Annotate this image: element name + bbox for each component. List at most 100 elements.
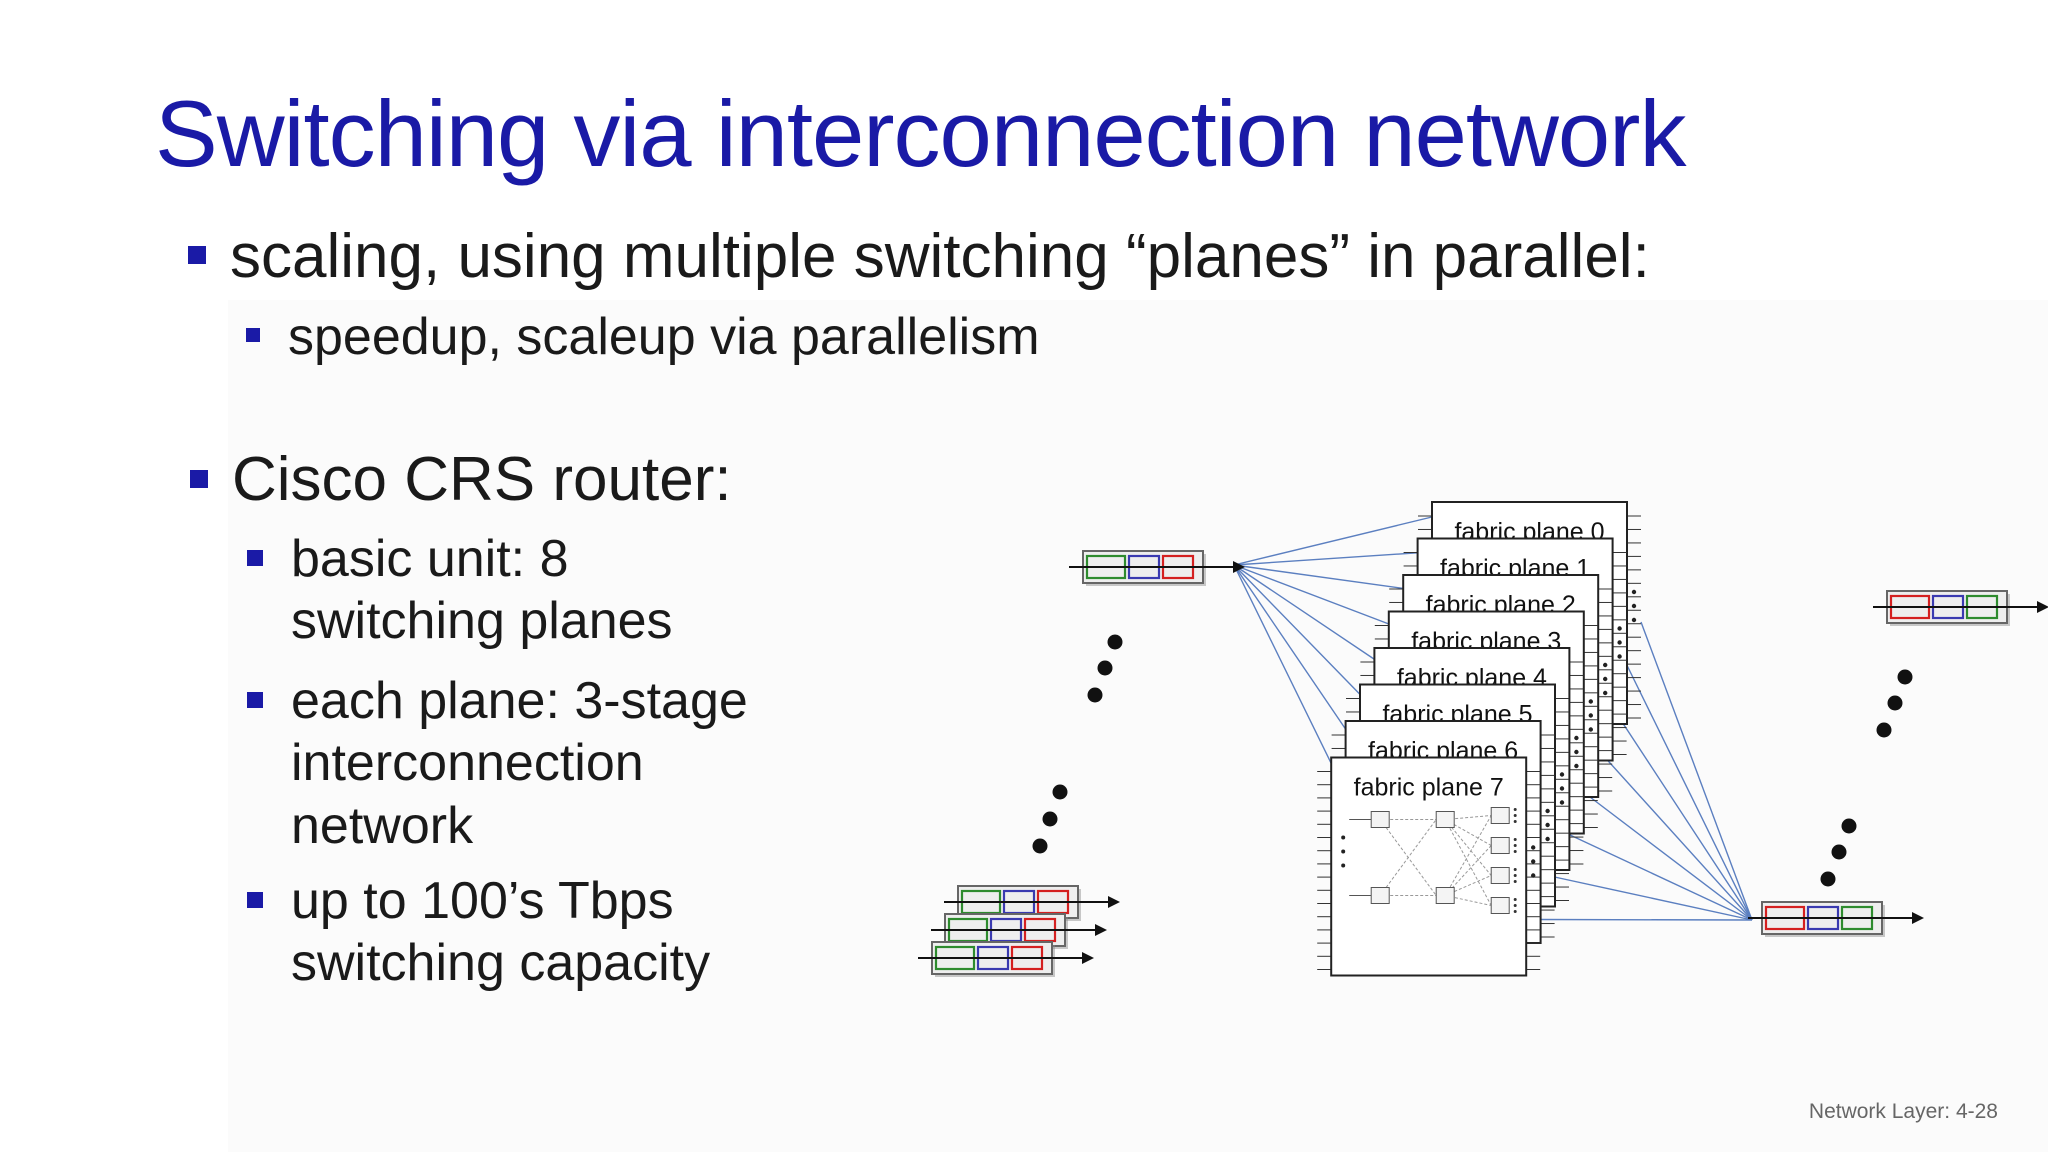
ellipsis-dot (1052, 784, 1068, 800)
port-dot (1588, 727, 1594, 732)
link-line (1582, 791, 1753, 921)
switch-element (1490, 897, 1510, 914)
link-line (1233, 564, 1408, 590)
port-dot (1545, 836, 1550, 842)
port-dot (1513, 898, 1517, 901)
interconnect-links (1233, 515, 1753, 921)
port-dot (1513, 814, 1517, 817)
port-dot (1559, 786, 1565, 791)
ellipsis-dot (1897, 669, 1913, 685)
sub-bullet-each-plane: each plane: 3-stage interconnection netw… (291, 670, 748, 857)
arrow-head (1095, 924, 1107, 936)
output-queue (1873, 590, 2048, 626)
arrow-head (2037, 601, 2048, 613)
switch-element (1490, 807, 1510, 824)
sub-bullet-line: basic unit: 8 (291, 530, 569, 588)
port-dot (1603, 676, 1608, 682)
ellipsis-dot (1841, 818, 1857, 834)
three-stage-network (1341, 807, 1517, 914)
port-dot (1559, 800, 1565, 805)
switch-element (1435, 887, 1455, 904)
sub-bullet-basic-unit: basic unit: 8 switching planes (291, 528, 673, 653)
sub-bullet-marker (246, 328, 260, 342)
bullet-marker (190, 470, 208, 488)
input-queue (918, 941, 1094, 977)
port-dot (1513, 904, 1517, 907)
port-dot (1574, 735, 1579, 741)
link-line (1233, 564, 1351, 736)
ellipsis-dot (1042, 811, 1058, 827)
slide-background (228, 300, 2048, 1152)
bullet-scaling: scaling, using multiple switching “plane… (230, 222, 1650, 291)
link-line (1625, 664, 1753, 921)
bullet-marker (188, 246, 206, 264)
port-dot (1531, 845, 1536, 850)
continuation-dots (1032, 634, 1913, 887)
stage-link (1444, 819, 1492, 846)
link-line (1233, 564, 1379, 663)
port-dot (1513, 808, 1517, 811)
port-dot (1531, 873, 1536, 878)
stage-link (1379, 819, 1437, 896)
ellipsis-dot (1097, 660, 1113, 676)
link-line (1233, 515, 1437, 566)
port-dot (1341, 835, 1346, 840)
port-dot (1631, 603, 1637, 609)
port-dot (1617, 640, 1622, 645)
port-dot (1617, 654, 1622, 659)
link-line (1597, 749, 1753, 921)
stage-link (1444, 819, 1492, 876)
arrow-head (1082, 952, 1094, 964)
link-line (1640, 621, 1753, 921)
port-dot (1603, 690, 1608, 696)
fabric-plane-label: fabric plane 7 (1354, 774, 1504, 802)
link-line (1233, 564, 1336, 772)
port-dot (1513, 820, 1517, 823)
link-line (1611, 706, 1753, 921)
input-queue (1069, 550, 1245, 586)
stage-link (1444, 819, 1492, 906)
port-dot (1513, 910, 1517, 913)
stage-link (1445, 875, 1492, 896)
link-line (1233, 551, 1422, 566)
port-dot (1588, 713, 1594, 718)
output-queue (1748, 901, 1924, 937)
port-dot (1574, 749, 1579, 755)
port-dot (1559, 772, 1565, 777)
sub-bullet-marker (247, 892, 263, 908)
sub-bullet-capacity: up to 100’s Tbps switching capacity (291, 870, 710, 995)
link-line (1540, 918, 1753, 921)
port-dot (1631, 589, 1637, 595)
port-dot (1603, 662, 1608, 668)
port-dot (1545, 822, 1550, 828)
slide-footer: Network Layer: 4-28 (1808, 1100, 1998, 1123)
ellipsis-dot (1820, 871, 1836, 887)
port-dot (1341, 863, 1346, 868)
link-line (1568, 833, 1753, 921)
link-line (1554, 876, 1753, 921)
slide-title: Switching via interconnection network (155, 81, 1686, 186)
switch-element (1435, 811, 1455, 828)
switch-element (1490, 867, 1510, 884)
port-dot (1513, 838, 1517, 841)
port-dot (1513, 874, 1517, 877)
arrow-head (1912, 912, 1924, 924)
ellipsis-dot (1887, 695, 1903, 711)
ellipsis-dot (1032, 838, 1048, 854)
bullet-cisco-crs: Cisco CRS router: (232, 445, 732, 514)
switch-element (1370, 887, 1390, 904)
port-dot (1513, 850, 1517, 853)
port-dot (1574, 763, 1579, 769)
switch-element (1370, 811, 1390, 828)
arrow-head (1108, 896, 1120, 908)
sub-bullet-line: switching capacity (291, 934, 711, 993)
sub-bullet-marker (247, 550, 263, 566)
sub-bullet-line: network (291, 796, 474, 855)
link-line (1233, 564, 1365, 699)
stage-link (1444, 815, 1492, 896)
sub-bullet-line: up to 100’s Tbps (291, 872, 674, 930)
port-dot (1617, 626, 1622, 631)
switch-element (1490, 837, 1510, 854)
